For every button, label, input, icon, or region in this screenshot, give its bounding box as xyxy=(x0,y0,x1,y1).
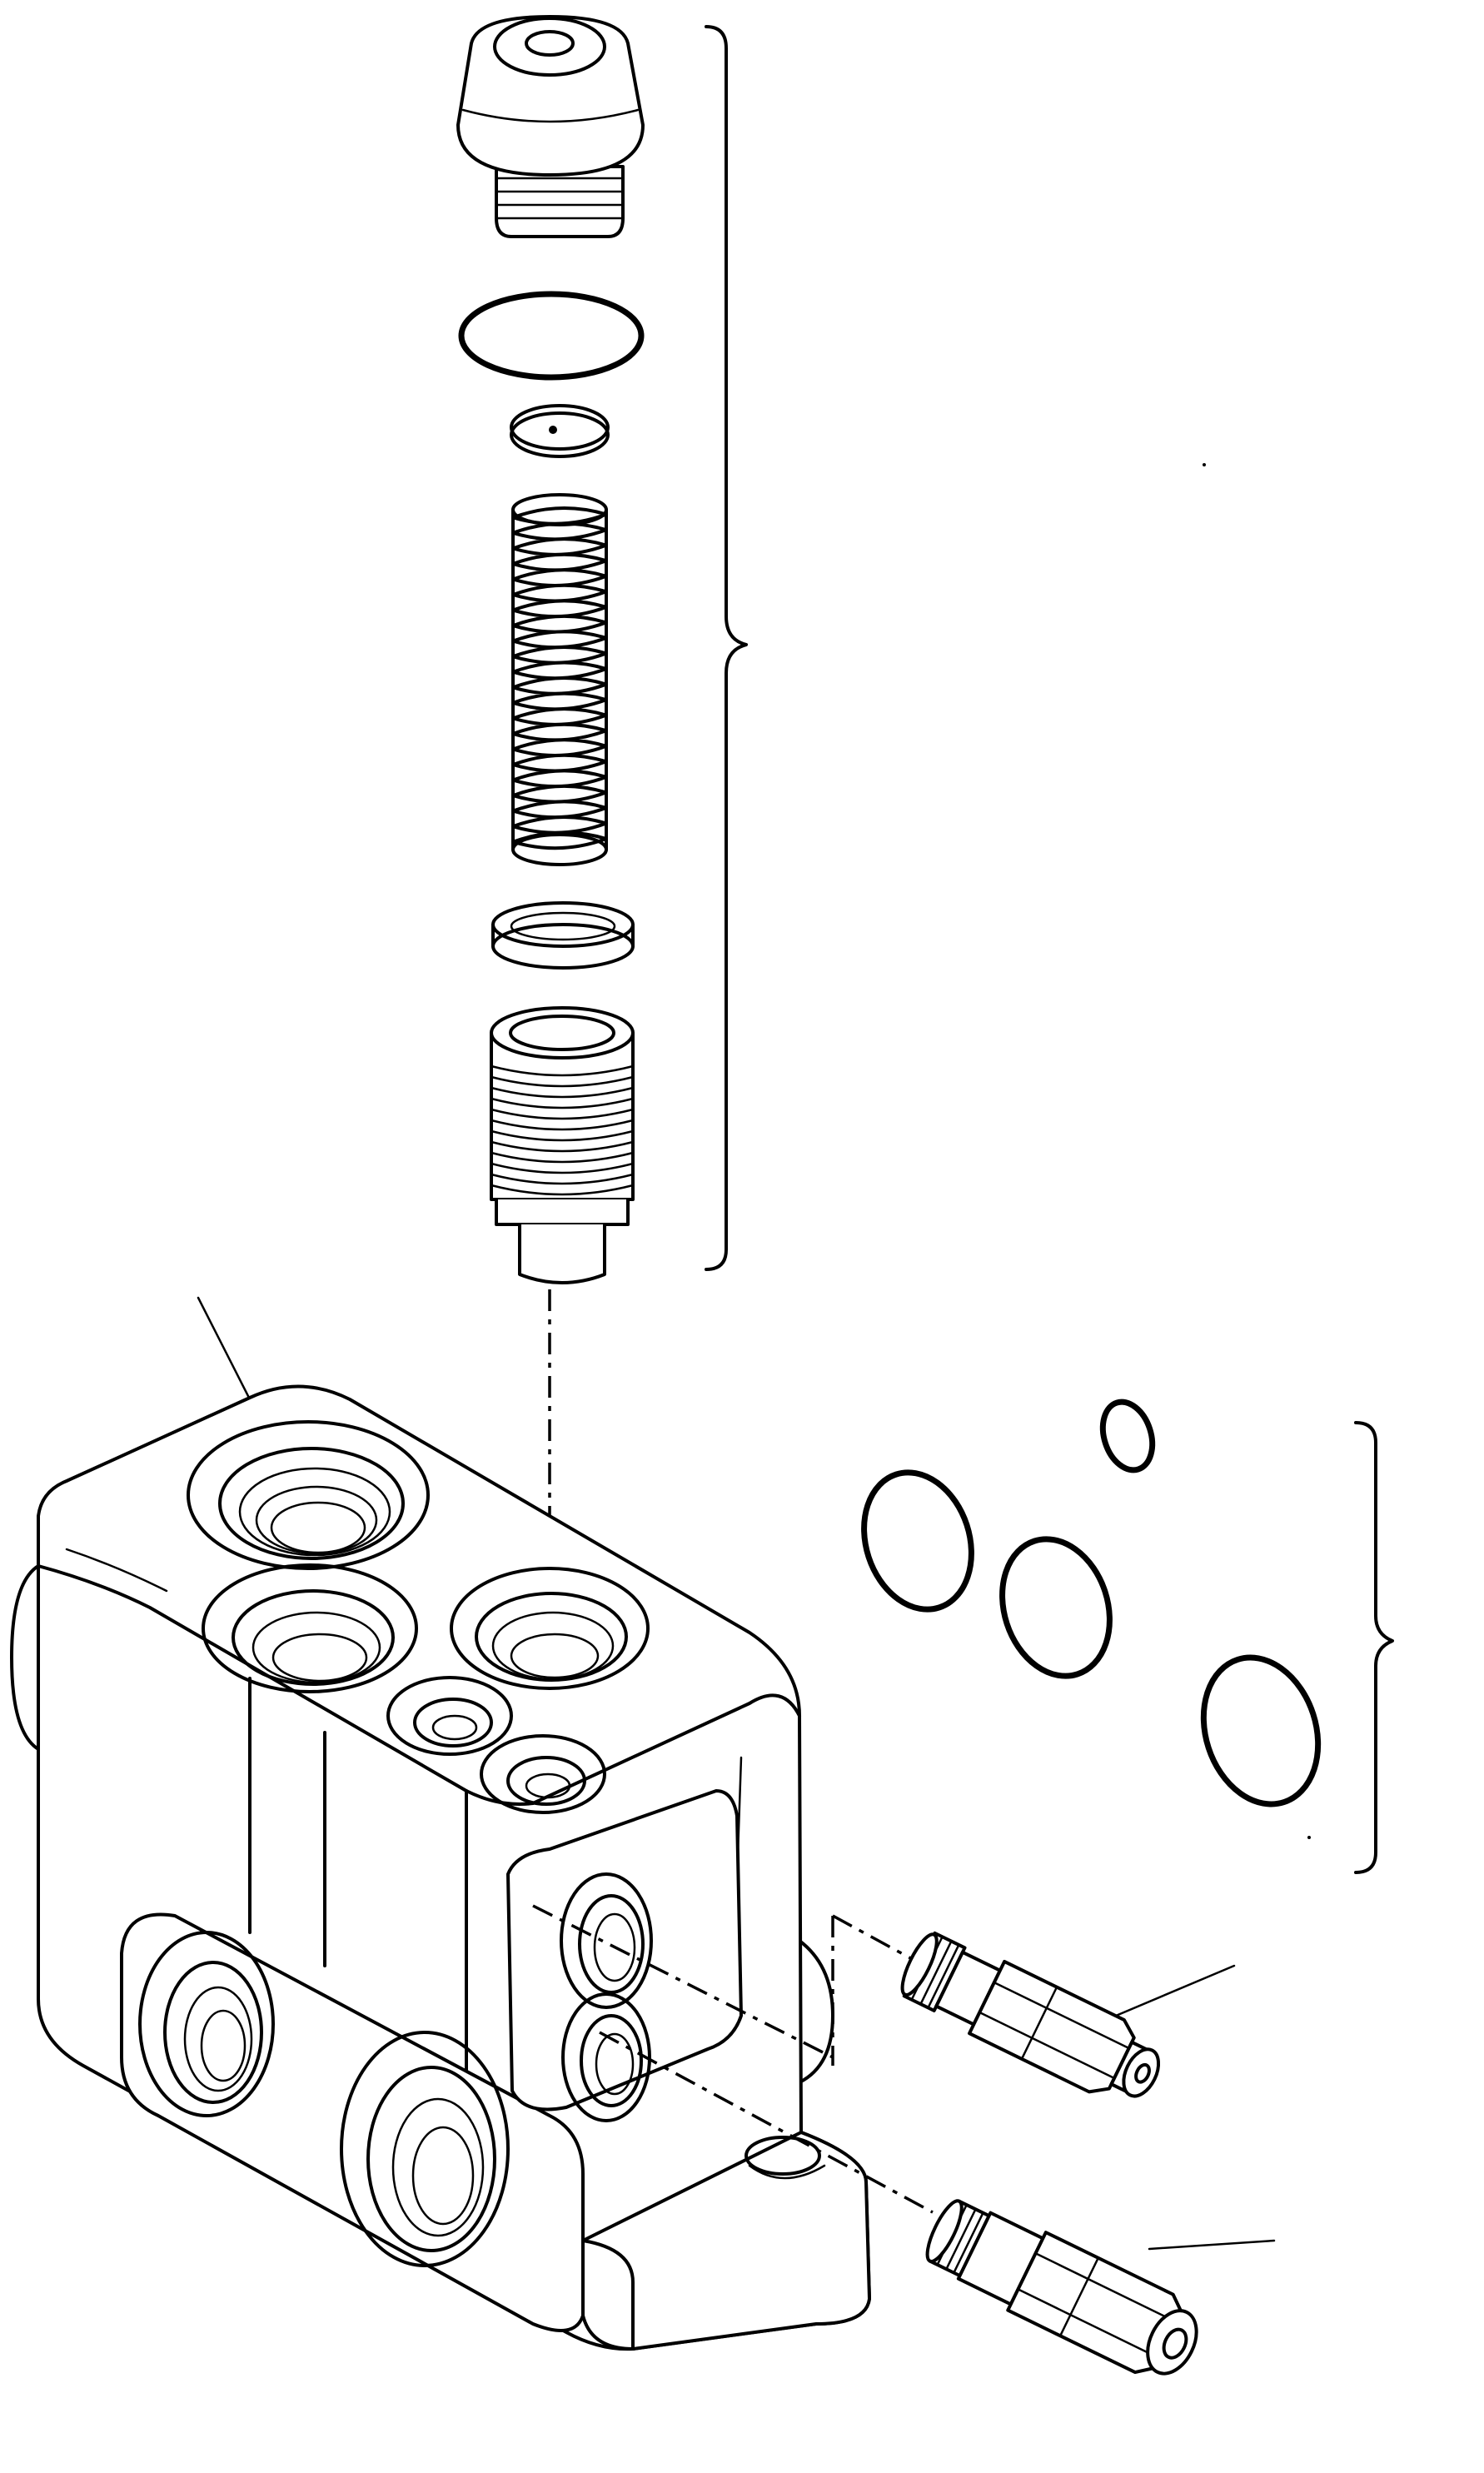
stray-mark-2 xyxy=(1307,1836,1311,1839)
valve-poppet xyxy=(490,1006,635,1284)
relief-valve-cap xyxy=(456,15,645,238)
upper-valve-centerline xyxy=(532,1904,925,2066)
side-port-lower xyxy=(561,1992,651,2122)
top-port-right xyxy=(450,1567,650,1690)
top-port-large xyxy=(187,1420,430,1570)
valve-body-block xyxy=(10,1384,871,2351)
stray-mark-1 xyxy=(1203,463,1206,466)
port-relief-valve-lower xyxy=(925,2199,1198,2376)
kit-bracket-top xyxy=(705,25,748,1271)
front-port-right xyxy=(340,2031,510,2267)
top-port-left xyxy=(202,1563,418,1693)
block-seal-o-ring-kit xyxy=(861,1399,1322,1807)
upper-valve-leader-line xyxy=(1114,1964,1236,2017)
port-relief-valve-upper xyxy=(900,1931,1161,2098)
top-port-small-2 xyxy=(480,1734,606,1814)
block-leader-line xyxy=(197,1296,251,1401)
side-port-upper xyxy=(560,1872,653,2009)
backup-ring xyxy=(491,901,635,970)
top-port-small-1 xyxy=(386,1676,513,1756)
valve-spring xyxy=(511,493,608,866)
front-port-left xyxy=(138,1931,275,2117)
valve-seat-disc xyxy=(510,404,610,458)
lower-valve-centerline xyxy=(599,2031,934,2214)
kit-bracket-right xyxy=(1354,1421,1394,1874)
cap-o-ring xyxy=(458,291,645,381)
lower-valve-leader-line xyxy=(1148,2239,1276,2251)
